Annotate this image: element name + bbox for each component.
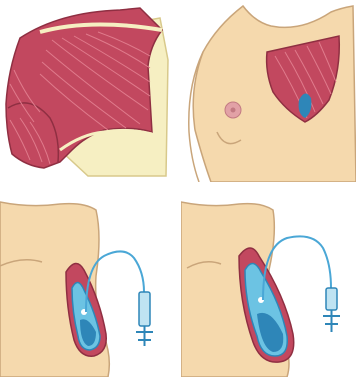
- panel-expander-full: [181, 196, 356, 377]
- panel-torso-pocket: [181, 0, 356, 182]
- tissue-expander-partial-icon: [0, 196, 175, 377]
- pectoral-muscle-icon: [0, 0, 175, 182]
- chest-muscle-pocket-icon: [181, 0, 356, 182]
- syringe-icon: [323, 288, 340, 332]
- panel-expander-partial: [0, 196, 175, 377]
- syringe-icon: [136, 292, 153, 346]
- tissue-expander-full-icon: [181, 196, 356, 377]
- panel-pectoral-anatomy: [0, 0, 175, 182]
